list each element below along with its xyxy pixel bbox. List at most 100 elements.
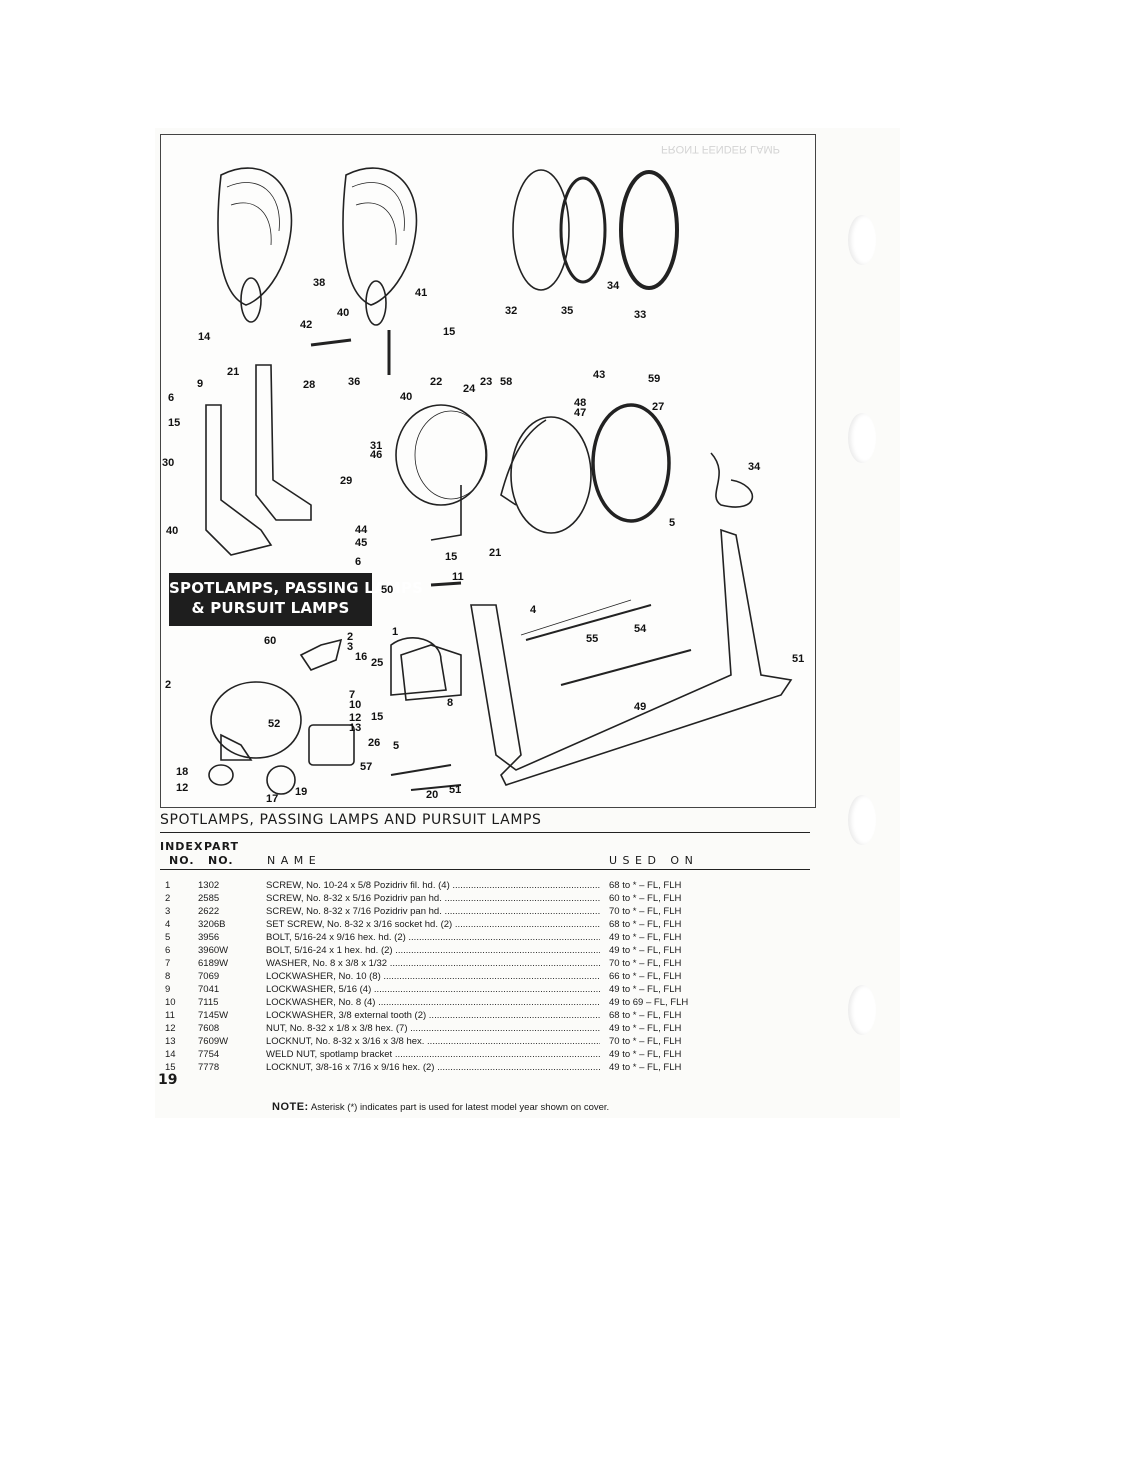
- row-index: 5: [165, 932, 171, 943]
- callout-number: 2: [165, 679, 172, 691]
- row-part-number: 7754: [198, 1049, 220, 1060]
- row-name: LOCKWASHER, 5/16 (4) ...................…: [266, 984, 600, 995]
- row-name: BOLT, 5/16-24 x 1 hex. hd. (2) .........…: [266, 945, 600, 956]
- callout-number: 49: [634, 701, 647, 713]
- callout-number: 41: [415, 287, 428, 299]
- diagram-banner: SPOTLAMPS, PASSING LAMPS & PURSUIT LAMPS: [169, 573, 424, 626]
- row-used-on: 49 to * – FL, FLH: [609, 945, 682, 956]
- row-index: 13: [165, 1036, 176, 1047]
- callout-number: 43: [593, 369, 606, 381]
- spotlamp-bracket: [205, 404, 273, 556]
- callout-number: 10: [349, 699, 362, 711]
- header-name: N A M E: [267, 854, 317, 867]
- callout-number: 44: [355, 524, 368, 536]
- callout-number: 38: [313, 277, 326, 289]
- row-part-number: 3956: [198, 932, 220, 943]
- callout-number: 42: [300, 319, 313, 331]
- row-used-on: 66 to * – FL, FLH: [609, 971, 682, 982]
- callout-number: 12: [176, 782, 189, 794]
- row-used-on: 49 to * – FL, FLH: [609, 1062, 682, 1073]
- row-index: 14: [165, 1049, 176, 1060]
- callout-number: 48: [574, 397, 587, 409]
- row-part-number: 6189W: [198, 958, 229, 969]
- row-used-on: 68 to * – FL, FLH: [609, 1010, 682, 1021]
- pursuit-lamp-body: [395, 404, 487, 506]
- callout-number: 59: [648, 373, 661, 385]
- callout-number: 1: [392, 626, 399, 638]
- row-index: 1: [165, 880, 171, 891]
- callout-number: 51: [792, 653, 805, 665]
- footnote: NOTE: Asterisk (*) indicates part is use…: [272, 1101, 609, 1113]
- spotlamp-housing-left: [217, 167, 293, 306]
- callout-number: 13: [349, 722, 362, 734]
- callout-number: 12: [349, 712, 362, 724]
- row-part-number: 7069: [198, 971, 220, 982]
- exploded-parts-illustration: FRONT FENDER LAMP: [160, 134, 816, 808]
- row-index: 6: [165, 945, 171, 956]
- lamp-rim-inner: [559, 176, 607, 284]
- row-name: SCREW, No. 10-24 x 5/8 Pozidriv fil. hd.…: [266, 880, 600, 891]
- row-index: 2: [165, 893, 171, 904]
- row-part-number: 2585: [198, 893, 220, 904]
- callout-number: 50: [381, 584, 394, 596]
- callout-number: 54: [634, 623, 647, 635]
- row-part-number: 7778: [198, 1062, 220, 1073]
- callout-number: 40: [400, 391, 413, 403]
- callout-number: 36: [348, 376, 361, 388]
- callout-number: 15: [445, 551, 458, 563]
- callout-number: 15: [168, 417, 181, 429]
- banner-line-1: SPOTLAMPS, PASSING LAMPS: [169, 579, 424, 597]
- callout-number: 19: [295, 786, 308, 798]
- callout-number: 47: [574, 407, 587, 419]
- callout-number: 35: [561, 305, 574, 317]
- row-index: 7: [165, 958, 171, 969]
- callout-number: 58: [500, 376, 513, 388]
- callout-number: 45: [355, 537, 368, 549]
- callout-number: 30: [162, 457, 175, 469]
- callout-number: 20: [426, 789, 439, 801]
- callout-number: 51: [449, 784, 462, 796]
- header-rule: [160, 869, 810, 870]
- callout-number: 4: [530, 604, 537, 616]
- spotlamp-mount-left: [240, 277, 262, 323]
- row-name: SCREW, No. 8-32 x 5/16 Pozidriv pan hd. …: [266, 893, 600, 904]
- title-rule: [160, 832, 810, 833]
- row-part-number: 3960W: [198, 945, 229, 956]
- row-used-on: 49 to * – FL, FLH: [609, 984, 682, 995]
- header-index-bottom: NO.: [169, 854, 195, 867]
- binder-hole-lower: [848, 795, 876, 845]
- row-index: 8: [165, 971, 171, 982]
- parts-drawing: [205, 167, 793, 795]
- callout-number: 26: [368, 737, 381, 749]
- row-part-number: 7115: [198, 997, 219, 1008]
- row-part-number: 3206B: [198, 919, 226, 930]
- row-used-on: 49 to * – FL, FLH: [609, 1049, 682, 1060]
- callout-number: 29: [340, 475, 353, 487]
- row-index: 10: [165, 997, 176, 1008]
- callout-number: 34: [607, 280, 620, 292]
- section-title: SPOTLAMPS, PASSING LAMPS AND PURSUIT LAM…: [160, 812, 542, 828]
- callout-number: 3: [347, 641, 354, 653]
- callout-number: 21: [227, 366, 240, 378]
- callout-number: 46: [370, 449, 383, 461]
- table-row: 6 3960W BOLT, 5/16-24 x 1 hex. hd. (2) ...…: [0, 944, 1132, 957]
- row-used-on: 68 to * – FL, FLH: [609, 919, 682, 930]
- callout-number: 57: [360, 761, 373, 773]
- callout-number: 28: [303, 379, 316, 391]
- row-index: 9: [165, 984, 171, 995]
- callout-number: 25: [371, 657, 384, 669]
- row-part-number: 7608: [198, 1023, 220, 1034]
- callout-number: 16: [355, 651, 368, 663]
- binder-hole-top: [848, 215, 876, 265]
- spotlamp-housing-right: [342, 167, 418, 306]
- note-text: Asterisk (*) indicates part is used for …: [310, 1102, 610, 1113]
- callout-number: 6: [355, 556, 362, 568]
